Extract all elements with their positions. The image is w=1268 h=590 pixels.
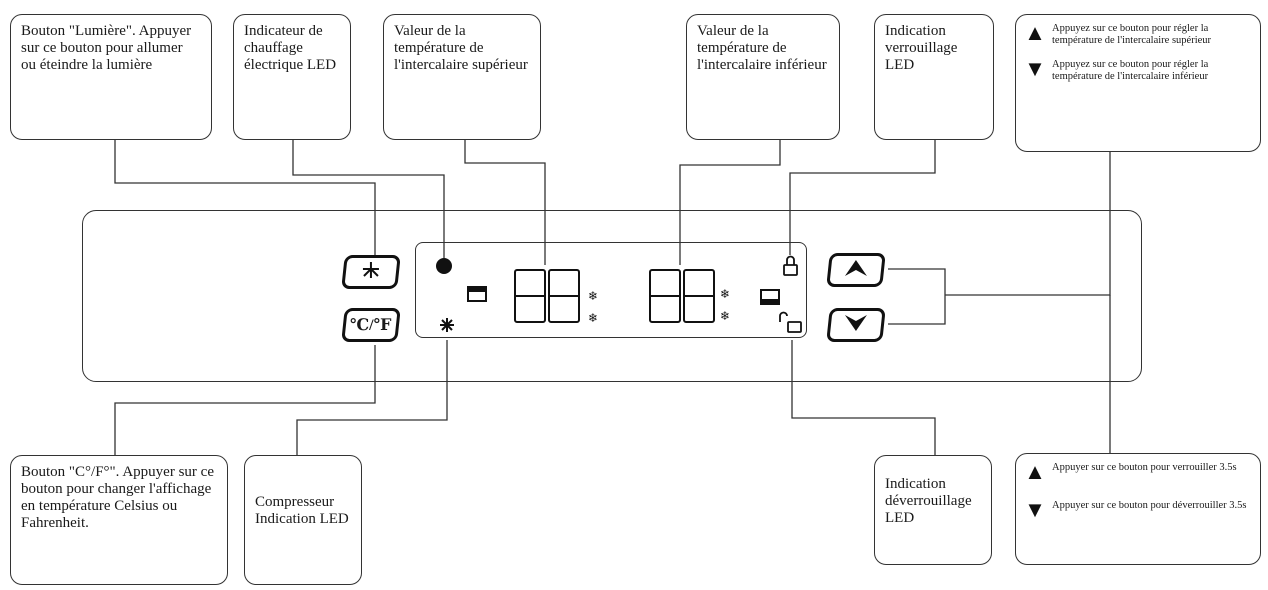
callout-upper-temp: Valeur de la température de l'intercalai… xyxy=(383,14,541,140)
callout-cf-button: Bouton "C°/F°". Appuyer sur ce bouton po… xyxy=(10,455,228,585)
unlock-connector xyxy=(791,340,936,455)
callout-text: Appuyez sur ce bouton pour régler la tem… xyxy=(1052,59,1209,82)
svg-text:❄: ❄ xyxy=(588,311,598,325)
light-connector xyxy=(114,140,376,255)
lower-snow-icons: ❄❄ xyxy=(720,287,730,323)
callout-text: Appuyer sur ce bouton pour verrouiller 3… xyxy=(1052,462,1237,473)
adjust-down-row: ▼ Appuyez sur ce bouton pour régler la t… xyxy=(1024,56,1252,83)
callout-text: Bouton "C°/F°". Appuyer sur ce bouton po… xyxy=(21,464,214,531)
upper-digits xyxy=(514,269,580,323)
svg-text:❄: ❄ xyxy=(588,289,598,303)
callout-text: Indication déverrouillage LED xyxy=(885,476,972,526)
down-arrow-icon xyxy=(843,313,869,338)
upper-snow-icons: ❄❄ xyxy=(588,289,598,325)
callout-text: Compresseur Indication LED xyxy=(255,494,349,527)
lcd-display xyxy=(415,242,807,338)
callout-text: Appuyer sur ce bouton pour déverrouiller… xyxy=(1052,500,1247,511)
adjust-up-row: ▲ Appuyez sur ce bouton pour régler la t… xyxy=(1024,20,1252,47)
down-arrow-icon: ▼ xyxy=(1024,56,1046,81)
lower-digits xyxy=(649,269,715,323)
callout-text: Valeur de la température de l'intercalai… xyxy=(697,23,827,73)
keys-bracket xyxy=(888,268,946,325)
svg-text:❄: ❄ xyxy=(720,309,730,323)
up-arrow-icon: ▲ xyxy=(1024,20,1046,45)
lower-temp-connector xyxy=(679,140,781,265)
light-icon xyxy=(360,260,382,285)
lock-up-row: ▲ Appuyer sur ce bouton pour verrouiller… xyxy=(1024,459,1252,484)
svg-text:❄: ❄ xyxy=(720,287,730,301)
callout-unlock-led: Indication déverrouillage LED xyxy=(874,455,992,565)
callout-lower-temp: Valeur de la température de l'intercalai… xyxy=(686,14,840,140)
up-arrow-icon xyxy=(843,258,869,283)
down-arrow-icon: ▼ xyxy=(1024,497,1046,522)
callout-text: Bouton "Lumière". Appuyer sur ce bouton … xyxy=(21,23,192,73)
lock-down-row: ▼ Appuyer sur ce bouton pour déverrouill… xyxy=(1024,497,1252,522)
callout-light-button: Bouton "Lumière". Appuyer sur ce bouton … xyxy=(10,14,212,140)
heating-connector xyxy=(292,140,445,258)
compressor-connector xyxy=(296,340,448,455)
callout-compressor-led: Compresseur Indication LED xyxy=(244,455,362,585)
callout-text: Appuyez sur ce bouton pour régler la tem… xyxy=(1052,23,1212,46)
control-panel xyxy=(82,210,1142,382)
heating-led-dot xyxy=(436,258,452,274)
up-button[interactable] xyxy=(826,253,886,287)
callout-lock-keys: ▲ Appuyer sur ce bouton pour verrouiller… xyxy=(1015,453,1261,565)
compressor-snowflake-icon xyxy=(440,318,454,332)
callout-adjust-keys: ▲ Appuyez sur ce bouton pour régler la t… xyxy=(1015,14,1261,152)
lock-connector xyxy=(789,140,936,255)
callout-text: Indicateur de chauffage électrique LED xyxy=(244,23,337,73)
upper-temp-connector xyxy=(464,140,546,265)
callout-lock-led: Indication verrouillage LED xyxy=(874,14,994,140)
callout-text: Valeur de la température de l'intercalai… xyxy=(394,23,528,73)
cf-connector xyxy=(114,345,376,455)
callout-text: Indication verrouillage LED xyxy=(885,23,958,73)
lock-icon xyxy=(783,255,798,276)
callout-heating-led: Indicateur de chauffage électrique LED xyxy=(233,14,351,140)
light-button[interactable] xyxy=(341,255,401,289)
up-arrow-icon: ▲ xyxy=(1024,459,1046,484)
unlock-icon xyxy=(779,311,802,333)
down-button[interactable] xyxy=(826,308,886,342)
